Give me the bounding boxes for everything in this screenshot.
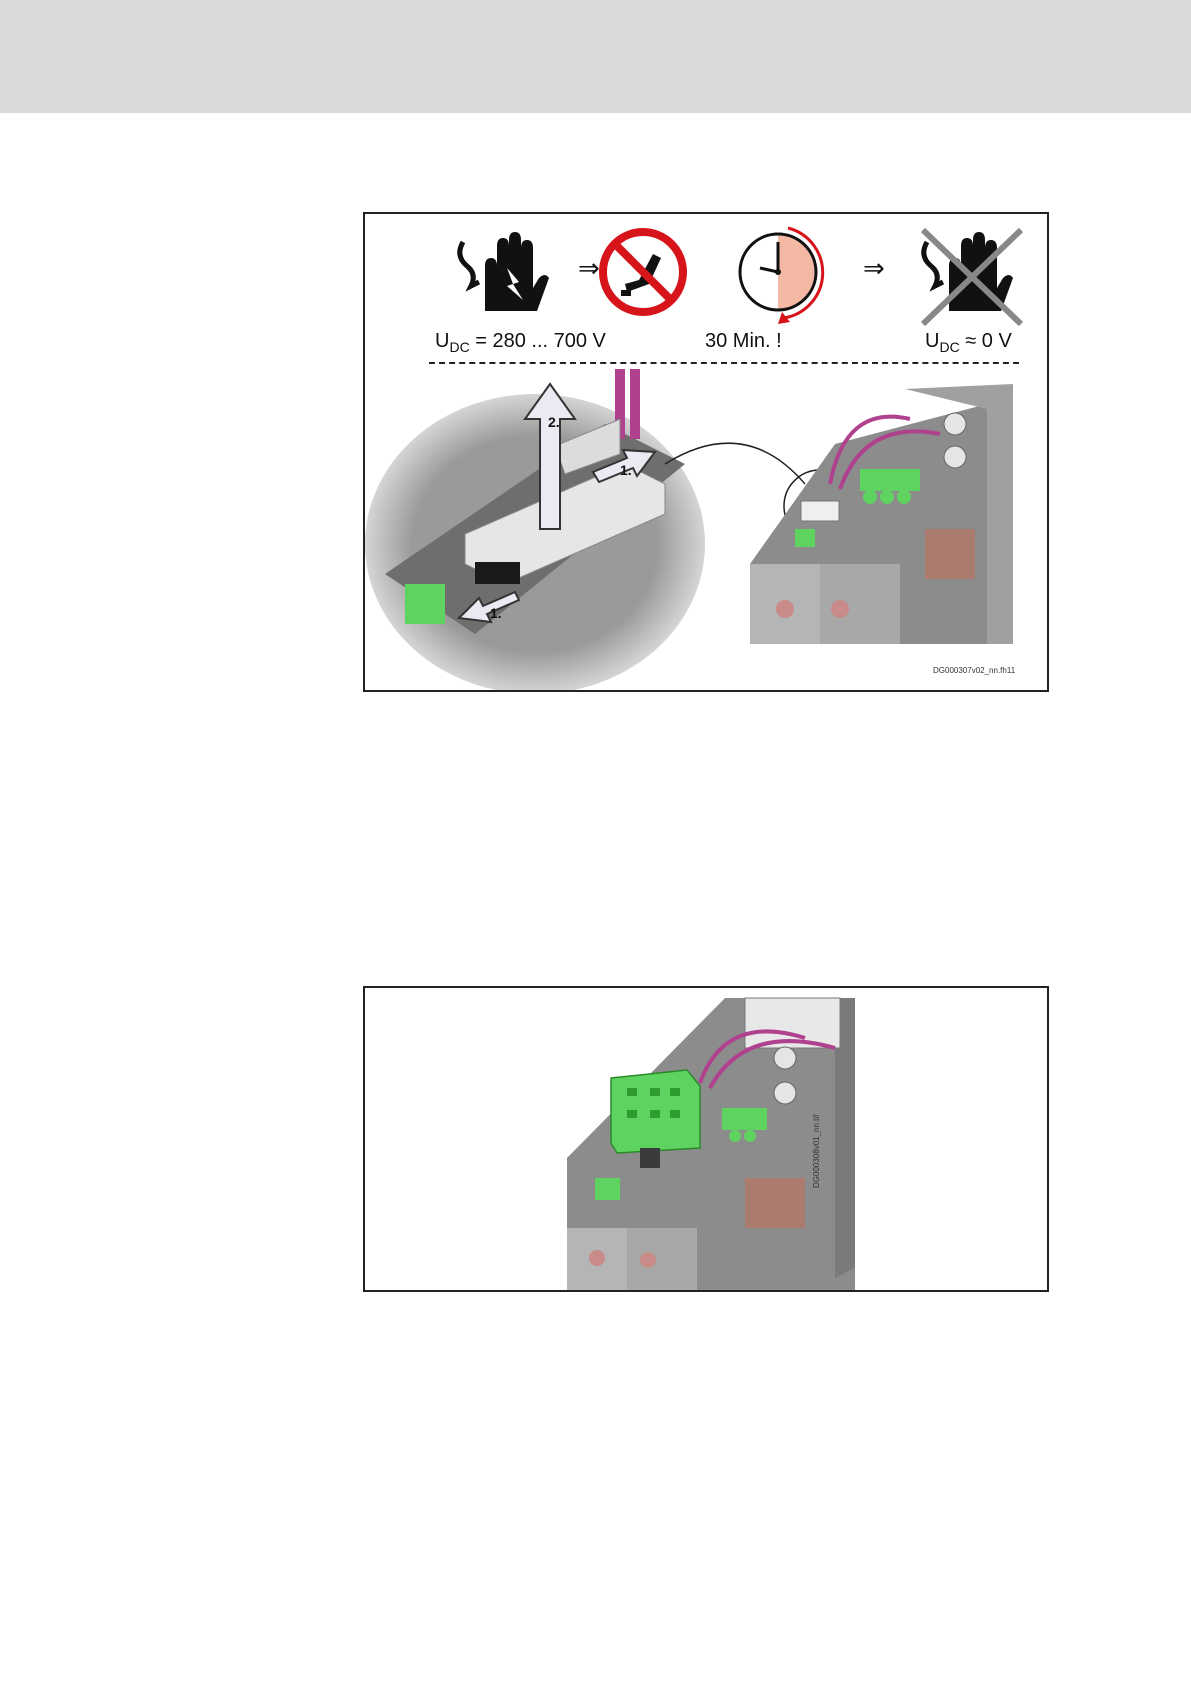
safe-voltage-label: UDC ≈ 0 V [925,330,1012,355]
header-bar [0,0,1191,113]
connector-detail-view [365,369,705,692]
green-connector [860,469,920,491]
drive-device [750,384,1013,644]
section-divider [429,362,1019,364]
figure-code: DG000308v01_nn.tif [812,1115,821,1188]
figure-code: DG000307v02_nn.fh11 [933,666,1015,675]
figure-2-illustration [365,988,1049,1292]
wait-time-label: 30 Min. ! [705,330,782,353]
no-touch-prohibition-icon [603,232,683,312]
voltage-hazard-hand-icon [460,232,549,311]
dc-bus-voltage-label: UDC = 280 ... 700 V [435,330,606,355]
figure-discharge-warning: UDC = 280 ... 700 V 30 Min. ! UDC ≈ 0 V … [363,212,1049,692]
sequence-arrow-icon: ⇒ [863,254,885,284]
cable [630,369,640,439]
clock-icon [740,228,823,324]
safe-no-voltage-icon [923,230,1021,324]
figure-1-illustration [365,214,1049,692]
step-1-label: 1. [620,462,632,478]
green-connector [405,584,445,624]
figure-device-connector: DG000308v01_nn.tif [363,986,1049,1292]
step-1-label: 1. [490,605,502,621]
step-2-label: 2. [548,414,560,430]
green-connector [722,1108,767,1130]
sequence-arrow-icon: ⇒ [578,254,600,284]
